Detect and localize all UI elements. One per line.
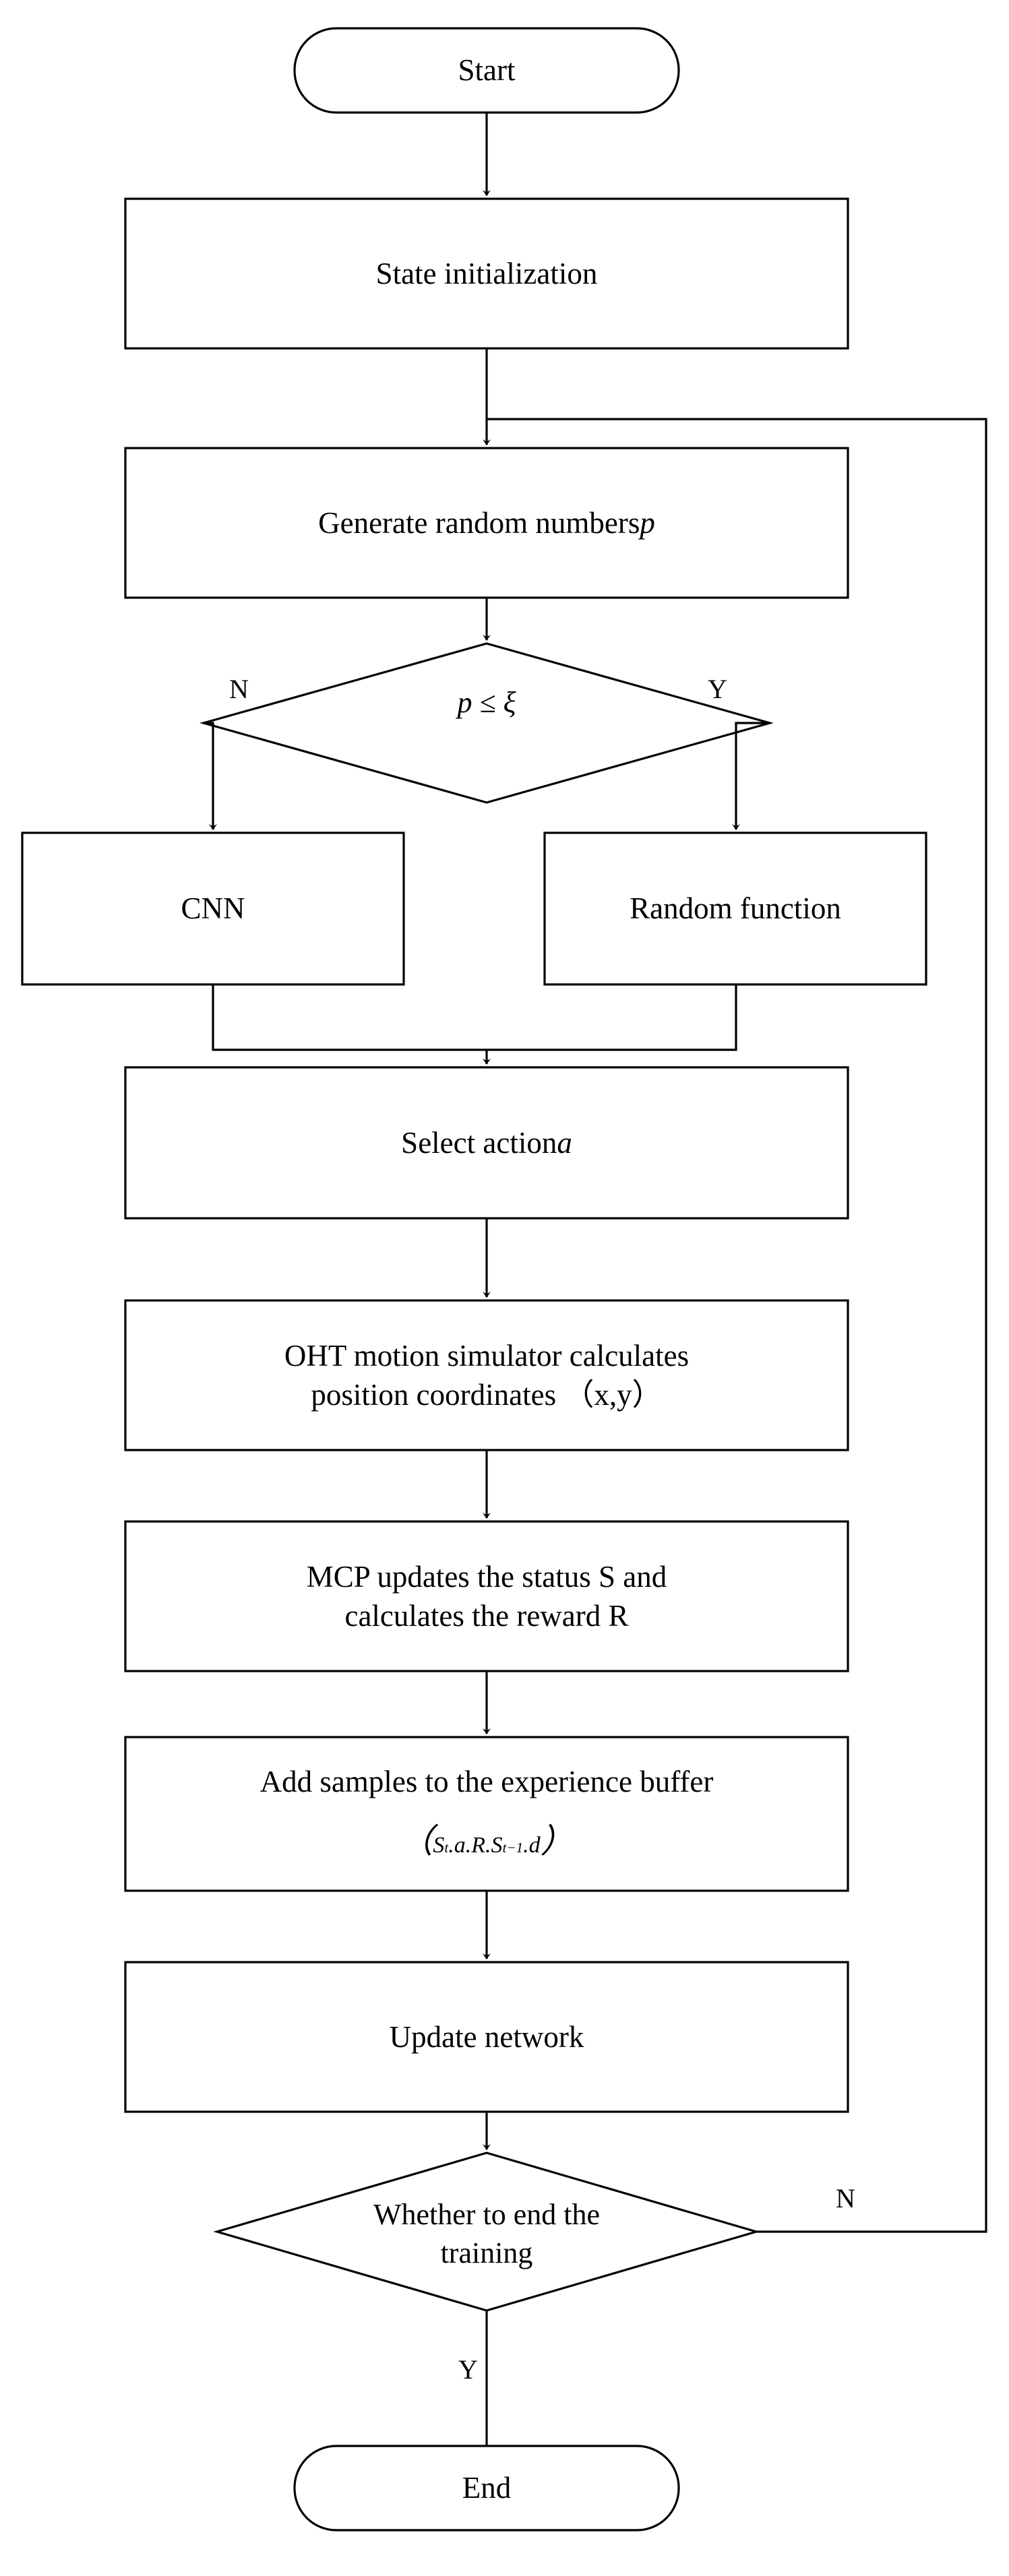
node-gen-random-shape [124, 447, 849, 599]
edge-decision-p-no [204, 722, 217, 830]
node-end-shape [293, 2445, 680, 2532]
node-select-action-shape [124, 1066, 849, 1220]
node-start-shape [293, 27, 680, 114]
node-update-network-shape [124, 1961, 849, 2113]
node-decision-p-shape [200, 642, 774, 804]
node-state-init-shape [124, 197, 849, 350]
node-decision-end-shape [213, 2151, 760, 2312]
node-mcp-shape [124, 1520, 849, 1672]
node-random-function-shape [543, 831, 927, 986]
node-oht-shape [124, 1299, 849, 1451]
edge-decision-p-yes [732, 722, 770, 830]
edge-feedback-loop [487, 418, 987, 2233]
node-cnn-shape [21, 831, 405, 986]
edge-cnn-to-merge [212, 984, 737, 1051]
node-add-samples-shape [124, 1736, 849, 1892]
